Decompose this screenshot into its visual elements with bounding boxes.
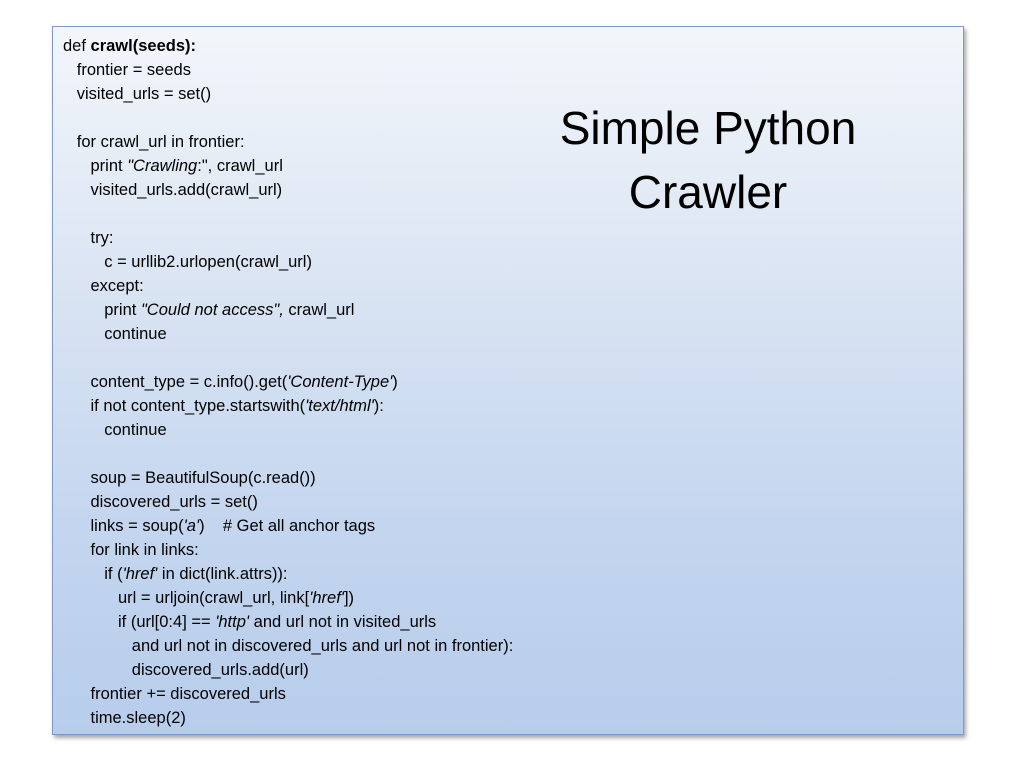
code-segment: c = urllib2.urlopen(crawl_url) bbox=[63, 253, 312, 271]
code-line: discovered_urls.add(url) bbox=[63, 658, 513, 682]
code-box: def crawl(seeds): frontier = seeds visit… bbox=[52, 26, 964, 735]
code-segment: "Crawling bbox=[127, 157, 198, 175]
code-segment: frontier = seeds bbox=[63, 61, 191, 79]
code-segment: def bbox=[63, 37, 91, 55]
code-line: for crawl_url in frontier: bbox=[63, 130, 513, 154]
code-segment: 'http' bbox=[215, 613, 250, 631]
code-line: visited_urls = set() bbox=[63, 82, 513, 106]
code-line: c = urllib2.urlopen(crawl_url) bbox=[63, 250, 513, 274]
code-segment: print bbox=[63, 301, 141, 319]
code-segment: "Could not access", bbox=[140, 301, 284, 319]
code-segment: ]) bbox=[343, 589, 355, 607]
code-line bbox=[63, 106, 513, 130]
code-segment: if not content_type.startswith( bbox=[63, 397, 306, 415]
code-segment: ) bbox=[392, 373, 398, 391]
code-line: and url not in discovered_urls and url n… bbox=[63, 634, 514, 658]
code-line: links = soup('a') # Get all anchor tags bbox=[63, 514, 513, 538]
code-segment: and url not in discovered_urls and url n… bbox=[63, 637, 514, 655]
code-segment: soup = BeautifulSoup(c.read()) bbox=[63, 469, 316, 487]
code-segment: :", crawl_url bbox=[197, 157, 283, 175]
code-segment: 'a' bbox=[183, 517, 200, 535]
code-line: soup = BeautifulSoup(c.read()) bbox=[63, 466, 513, 490]
code-line: for link in links: bbox=[63, 538, 513, 562]
code-segment: ): bbox=[373, 397, 384, 415]
code-segment: try: bbox=[63, 229, 114, 247]
code-segment: 'Content-Type' bbox=[287, 373, 393, 391]
code-segment: content_type = c.info().get( bbox=[63, 373, 288, 391]
code-segment: 'href' bbox=[122, 565, 158, 583]
code-segment: visited_urls = set() bbox=[63, 85, 212, 103]
code-segment: print bbox=[63, 157, 128, 175]
code-segment: crawl_url bbox=[283, 301, 355, 319]
slide-title-line-1: Simple Python bbox=[559, 102, 857, 154]
code-line bbox=[63, 202, 513, 226]
code-segment: links = soup( bbox=[63, 517, 184, 535]
code-segment: if ( bbox=[63, 565, 123, 583]
code-segment: except: bbox=[63, 277, 144, 295]
slide-title: Simple Python Crawler bbox=[480, 96, 936, 224]
code-line bbox=[63, 346, 513, 370]
code-line: print "Could not access", crawl_url bbox=[63, 298, 513, 322]
code-line: except: bbox=[63, 274, 513, 298]
code-line: if not content_type.startswith('text/htm… bbox=[63, 394, 513, 418]
code-segment: 'href' bbox=[309, 589, 344, 607]
code-line: visited_urls.add(crawl_url) bbox=[63, 178, 513, 202]
code-segment: continue bbox=[63, 325, 167, 343]
code-line: try: bbox=[63, 226, 513, 250]
code-listing: def crawl(seeds): frontier = seeds visit… bbox=[63, 34, 513, 730]
code-line: discovered_urls = set() bbox=[63, 490, 513, 514]
code-line: frontier = seeds bbox=[63, 58, 513, 82]
code-line: if ('href' in dict(link.attrs)): bbox=[63, 562, 513, 586]
code-line: def crawl(seeds): bbox=[63, 34, 513, 58]
code-line: print "Crawling:", crawl_url bbox=[63, 154, 513, 178]
code-line: continue bbox=[63, 322, 513, 346]
code-line: content_type = c.info().get('Content-Typ… bbox=[63, 370, 513, 394]
code-line: url = urljoin(crawl_url, link['href']) bbox=[63, 586, 513, 610]
code-segment: visited_urls.add(crawl_url) bbox=[63, 181, 283, 199]
code-segment: url = urljoin(crawl_url, link[ bbox=[63, 589, 310, 607]
code-line: if (url[0:4] == 'http' and url not in vi… bbox=[63, 610, 513, 634]
code-line bbox=[63, 442, 513, 466]
code-segment: and url not in visited_urls bbox=[249, 613, 437, 631]
code-segment: time.sleep(2) bbox=[63, 709, 186, 727]
slide-title-line-2: Crawler bbox=[628, 166, 788, 218]
code-segment: discovered_urls = set() bbox=[63, 493, 258, 511]
code-line: time.sleep(2) bbox=[63, 706, 513, 730]
code-segment: continue bbox=[63, 421, 167, 439]
code-segment: crawl(seeds): bbox=[90, 37, 196, 55]
code-segment: if (url[0:4] == bbox=[63, 613, 216, 631]
code-segment: for link in links: bbox=[63, 541, 199, 559]
code-segment: ) # Get all anchor tags bbox=[199, 517, 376, 535]
code-segment: 'text/html' bbox=[305, 397, 374, 415]
code-segment: for crawl_url in frontier: bbox=[63, 133, 245, 151]
code-line: continue bbox=[63, 418, 513, 442]
code-segment: frontier += discovered_urls bbox=[63, 685, 286, 703]
code-segment: discovered_urls.add(url) bbox=[63, 661, 309, 679]
code-line: frontier += discovered_urls bbox=[63, 682, 513, 706]
code-segment: in dict(link.attrs)): bbox=[157, 565, 288, 583]
